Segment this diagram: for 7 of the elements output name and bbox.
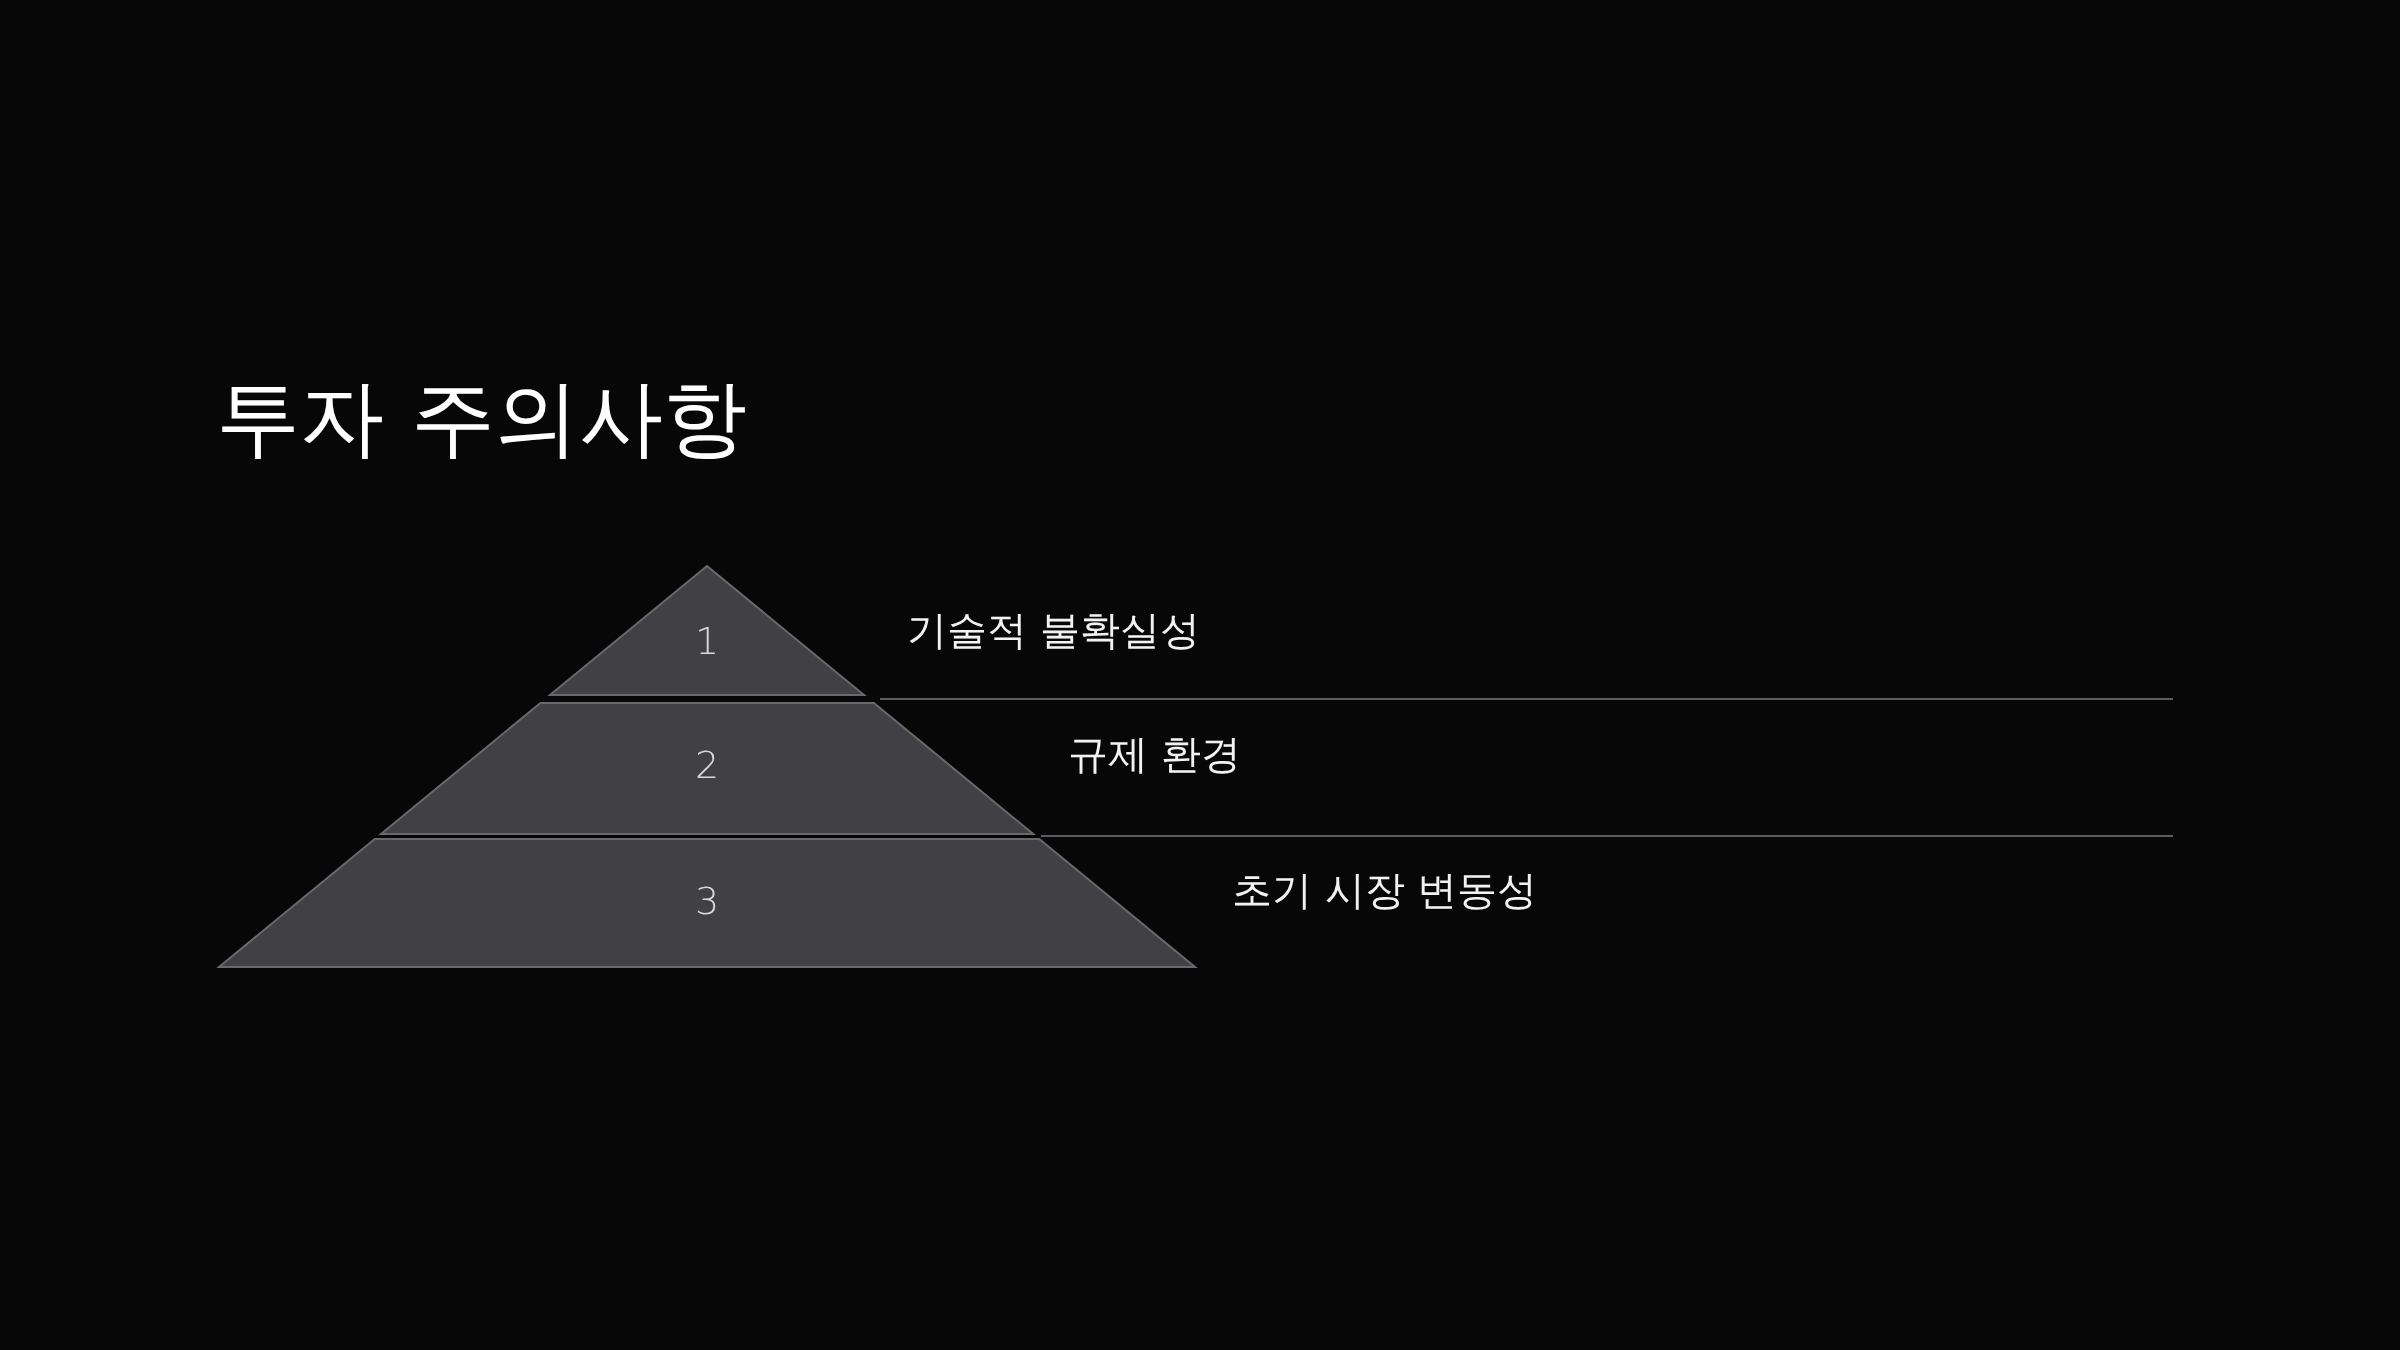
tier-label: 규제 환경 [1068,730,1241,779]
tier-number: 1 [694,619,720,663]
tier-label: 초기 시장 변동성 [1232,866,1538,915]
tier-number: 2 [694,743,720,787]
slide-title: 투자 주의사항 [216,372,747,465]
tier-number: 3 [694,879,720,923]
tier-label: 기술적 불확실성 [907,606,1200,655]
